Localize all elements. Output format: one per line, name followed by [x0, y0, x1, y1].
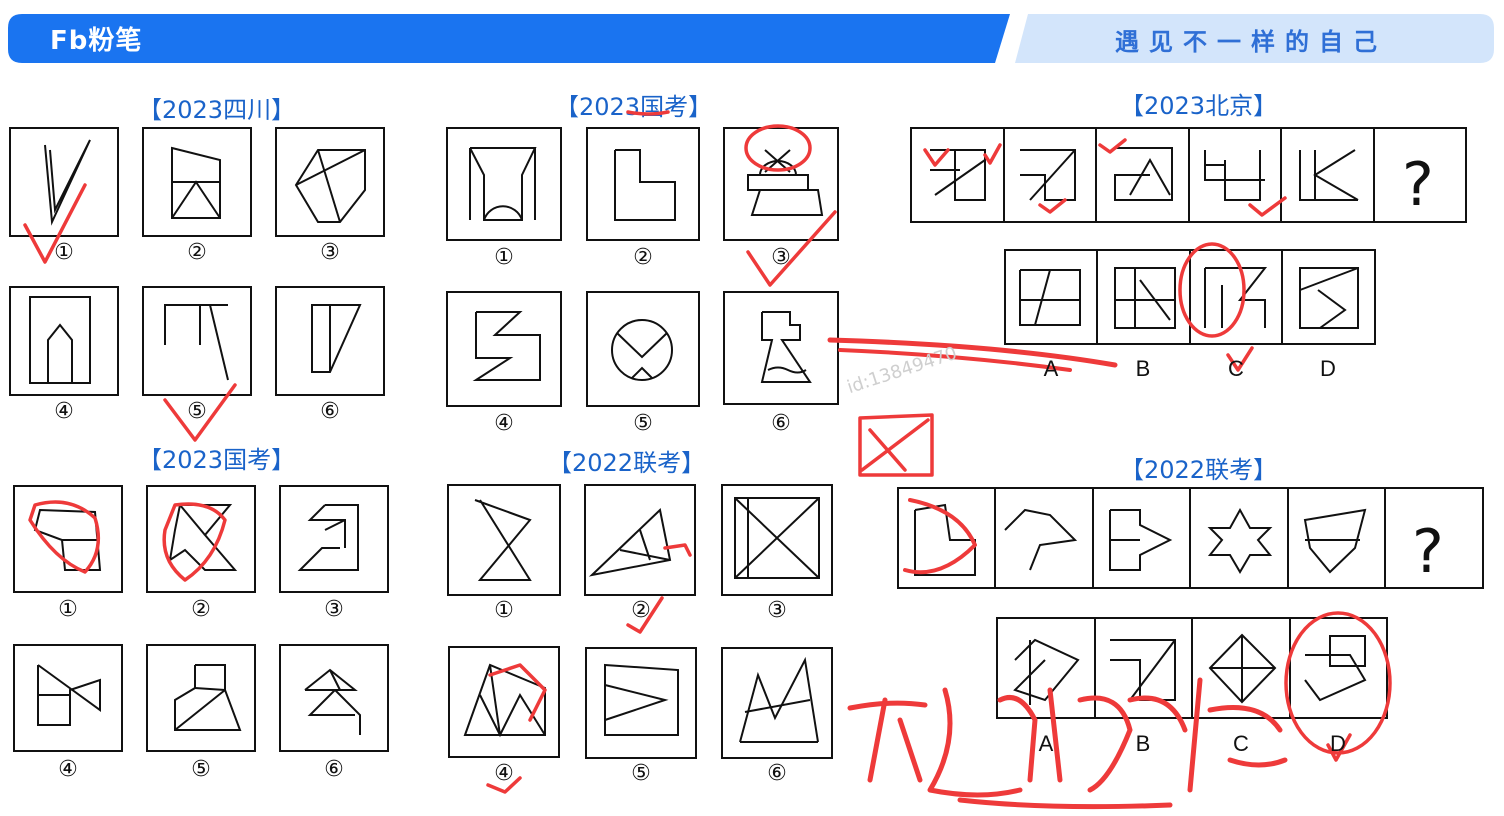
- title-guokao-2023-a: 【2023国考】: [555, 93, 713, 121]
- title-beijing-2023: 【2023北京】: [1120, 92, 1278, 120]
- liankao-a-figure-3: [721, 484, 833, 596]
- label-guokao-a-3: ③: [771, 245, 791, 270]
- label-guokao-b-4: ④: [58, 757, 78, 782]
- red-annotations: [23, 110, 1392, 810]
- sichuan-figure-1: [9, 127, 119, 237]
- label-liankao-a-2: ②: [631, 598, 651, 623]
- sichuan-figure-4: [9, 286, 119, 396]
- label-guokao-b-1: ①: [58, 597, 78, 622]
- label-liankao-a-6: ⑥: [767, 761, 787, 786]
- beijing-options-row: [1004, 249, 1376, 345]
- guokao-b-figure-4: [13, 644, 123, 752]
- guokao-a-figure-5: [586, 291, 700, 407]
- option-beijing-c: C: [1228, 356, 1244, 381]
- option-liankao-b-a: A: [1038, 731, 1054, 756]
- label-guokao-b-5: ⑤: [191, 757, 211, 782]
- banner-background: [8, 14, 1494, 63]
- check-mark: [746, 210, 837, 287]
- guokao-a-figure-2: [586, 127, 700, 241]
- liankao-b-options-row: [996, 617, 1388, 719]
- check-mark: [486, 776, 522, 794]
- guokao-a-figure-4: [446, 291, 562, 407]
- label-guokao-b-3: ③: [324, 597, 344, 622]
- scribble-mark: [28, 500, 101, 574]
- option-beijing-b: B: [1135, 356, 1151, 381]
- slogan-text: 遇见不一样的自己: [1115, 28, 1387, 56]
- beijing-question-row: [910, 127, 1467, 223]
- label-liankao-a-5: ⑤: [631, 761, 651, 786]
- sichuan-figure-5: [142, 286, 252, 396]
- option-liankao-b-d: D: [1330, 731, 1346, 756]
- option-beijing-a: A: [1043, 356, 1059, 381]
- liankao-a-figure-1: [447, 484, 561, 596]
- option-liankao-b-b: B: [1135, 731, 1151, 756]
- liankao-a-figure-6: [721, 647, 833, 759]
- liankao-b-question-mark: ?: [1412, 517, 1444, 587]
- title-liankao-2022-a: 【2022联考】: [548, 449, 706, 477]
- liankao-a-figure-5: [585, 647, 697, 759]
- guokao-b-figure-3: [279, 485, 389, 593]
- title-sichuan-2023: 【2023四川】: [138, 96, 296, 124]
- label-sichuan-6: ⑥: [320, 399, 340, 424]
- label-guokao-a-6: ⑥: [771, 411, 791, 436]
- underline-mark: [626, 110, 670, 116]
- title-liankao-2022-b: 【2022联考】: [1120, 456, 1278, 484]
- stroke-mark: [488, 663, 547, 722]
- title-guokao-2023-b: 【2023国考】: [138, 446, 296, 474]
- liankao-b-question-row: [897, 487, 1484, 589]
- label-guokao-a-2: ②: [633, 245, 653, 270]
- label-liankao-a-3: ③: [767, 598, 787, 623]
- label-sichuan-1: ①: [54, 240, 74, 265]
- label-sichuan-2: ②: [187, 240, 207, 265]
- guokao-a-figure-1: [446, 127, 562, 241]
- scribble-mark: [162, 502, 227, 582]
- guokao-b-figure-6: [279, 644, 389, 752]
- label-guokao-b-2: ②: [191, 597, 211, 622]
- sichuan-figure-6: [275, 286, 385, 396]
- guokao-a-figure-3: [723, 127, 839, 241]
- sketch-square: [858, 413, 934, 477]
- liankao-a-figure-4: [448, 646, 560, 758]
- label-sichuan-4: ④: [54, 399, 74, 424]
- liankao-a-figure-2: [584, 484, 696, 596]
- circle-mark: [744, 124, 812, 172]
- label-sichuan-3: ③: [320, 240, 340, 265]
- circle-mark: [1178, 242, 1246, 338]
- tick-mark: [923, 148, 950, 167]
- label-guokao-b-6: ⑥: [324, 757, 344, 782]
- guokao-a-figure-6: [723, 291, 839, 405]
- check-mark: [23, 183, 87, 264]
- check-mark: [163, 383, 237, 442]
- label-guokao-a-4: ④: [494, 411, 514, 436]
- sichuan-figure-2: [142, 127, 252, 237]
- option-beijing-d: D: [1320, 356, 1336, 381]
- label-guokao-a-5: ⑤: [633, 411, 653, 436]
- label-liankao-a-1: ①: [494, 598, 514, 623]
- label-liankao-a-4: ④: [494, 761, 514, 786]
- check-mark: [626, 596, 664, 634]
- header-banner: Fb粉笔 遇见不一样的自己: [0, 0, 1504, 70]
- sichuan-figure-3: [275, 127, 385, 237]
- option-liankao-b-c: C: [1233, 731, 1249, 756]
- beijing-question-mark: ?: [1402, 150, 1434, 220]
- label-sichuan-5: ⑤: [187, 399, 207, 424]
- label-guokao-a-1: ①: [494, 245, 514, 270]
- guokao-b-figure-5: [146, 644, 256, 752]
- fenbi-logo: Fb粉笔: [50, 26, 143, 56]
